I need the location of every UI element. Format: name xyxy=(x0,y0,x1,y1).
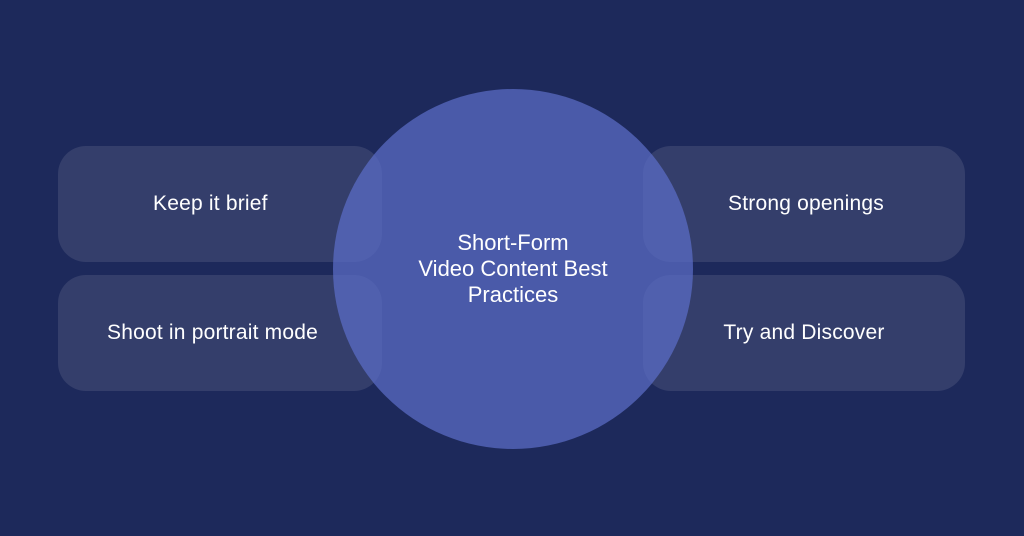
practice-box-try-discover: Try and Discover xyxy=(643,275,965,391)
center-circle: Short-Form Video Content Best Practices xyxy=(333,89,693,449)
practice-label: Keep it brief xyxy=(153,192,268,215)
practice-box-strong-openings: Strong openings xyxy=(643,146,965,262)
center-title: Short-Form Video Content Best Practices xyxy=(418,230,608,307)
practice-label: Strong openings xyxy=(728,192,884,215)
practice-label: Try and Discover xyxy=(723,321,885,344)
practice-box-portrait-mode: Shoot in portrait mode xyxy=(58,275,382,391)
practice-label: Shoot in portrait mode xyxy=(107,321,319,344)
practice-box-keep-brief: Keep it brief xyxy=(58,146,382,262)
